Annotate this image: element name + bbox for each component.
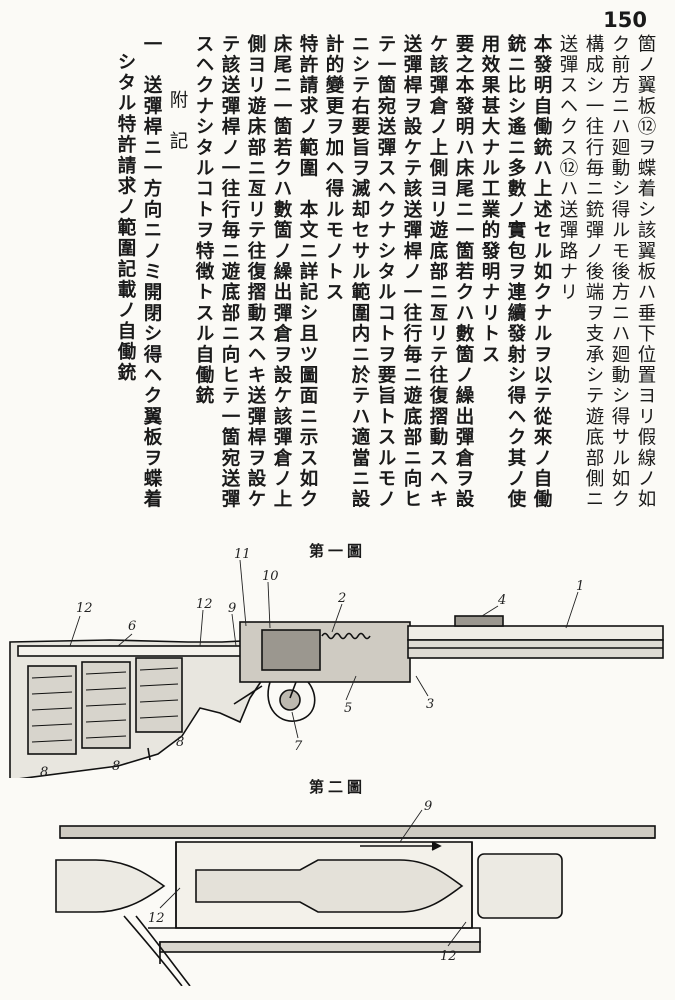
- callout-label: 11: [234, 548, 251, 562]
- text-line: ケ該彈倉ノ上側ヨリ遊底部ニ亙リテ往復摺動スヘキ: [427, 34, 448, 511]
- text-line: 構成シ一往行毎ニ銃彈ノ後端ヲ支承シテ遊底部側ニ: [583, 34, 604, 511]
- callout-label: 10: [262, 569, 279, 584]
- text-line: 銃ニ比シ遙ニ多數ノ實包ヲ連續發射シ得ヘク其ノ使: [505, 34, 526, 511]
- callout-label: 8: [40, 765, 48, 778]
- callout-label: 12: [76, 601, 93, 616]
- text-line: 一 送彈桿ニ一方向ニノミ開閉シ得ヘク翼板ヲ蝶着: [141, 34, 162, 511]
- callout-label: 4: [497, 593, 506, 608]
- callout-label: 2: [337, 591, 346, 606]
- text-line: シタル特許請求ノ範圍記載ノ自働銃: [115, 52, 136, 384]
- text-line: テ一箇宛送彈スヘクナシタルコトヲ要旨トスルモノ: [375, 34, 396, 511]
- figure-2-title: 第二圖: [308, 778, 366, 796]
- text-line: ク前方ニハ廻動シ得ルモ後方ニハ廻動シ得サル如ク: [609, 34, 630, 511]
- figure-1-title: 第一圖: [308, 542, 366, 560]
- figure-1-rifle-drawing: 12 6 11 10 2 4 1 12 9 5 3 7 8 8 8: [9, 548, 664, 778]
- text-line: 送彈スヘクス⑫ハ送彈路ナリ: [557, 34, 578, 304]
- text-line: 要之本發明ハ床尾ニ一箇若クハ數箇ノ繰出彈倉ヲ設: [453, 34, 474, 511]
- claims-heading-line: 特許請求ノ範圍 本文ニ詳記シ且ツ圖面ニ示ス如ク: [297, 34, 318, 511]
- callout-label: 7: [294, 739, 303, 754]
- text-line: 床尾ニ一箇若クハ數箇ノ繰出彈倉ヲ設ケ該彈倉ノ上: [271, 34, 292, 511]
- callout-label: 8: [112, 759, 120, 774]
- text-line: ニシテ右要旨ヲ滅却セサル範圍内ニ於テハ適當ニ設: [349, 34, 370, 511]
- page-number: 150: [603, 8, 647, 32]
- text-line: 用效果甚大ナル工業的發明ナリトス: [479, 34, 500, 366]
- text-line: 側ヨリ遊床部ニ亙リテ往復摺動スヘキ送彈桿ヲ設ケ: [245, 34, 266, 511]
- callout-label: 1: [576, 579, 584, 594]
- text-line: 送彈桿ヲ設ケテ該送彈桿ノ一往行毎ニ遊底部ニ向ヒ: [401, 34, 422, 511]
- appendix-heading: 附 記: [167, 90, 188, 153]
- callout-label: 9: [424, 799, 432, 814]
- text-line: 計的變更ヲ加ヘ得ルモノトス: [323, 34, 344, 304]
- text-line: 箇ノ翼板⑫ヲ蝶着シ該翼板ハ垂下位置ヨリ假線ノ如: [635, 34, 656, 511]
- text-line: テ該送彈桿ノ一往行毎ニ遊底部ニ向ヒテ一箇宛送彈: [219, 34, 240, 511]
- callout-label: 9: [228, 601, 236, 616]
- callout-label: 8: [176, 735, 184, 750]
- callout-label: 12: [440, 949, 457, 964]
- callout-label: 6: [128, 619, 136, 634]
- figure-2-feed-detail: 9 12 12: [55, 799, 656, 986]
- callout-label: 12: [148, 911, 165, 926]
- callout-label: 5: [344, 701, 352, 716]
- callout-label: 12: [196, 597, 213, 612]
- text-line: スヘクナシタルコトヲ特徴トスル自働銃: [193, 34, 214, 407]
- text-line: 本發明自働銃ハ上述セル如クナルヲ以テ從來ノ自働: [531, 34, 552, 511]
- body-text: 箇ノ翼板⑫ヲ蝶着シ該翼板ハ垂下位置ヨリ假線ノ如 ク前方ニハ廻動シ得ルモ後方ニハ廻…: [18, 34, 658, 512]
- callout-label: 3: [426, 697, 434, 712]
